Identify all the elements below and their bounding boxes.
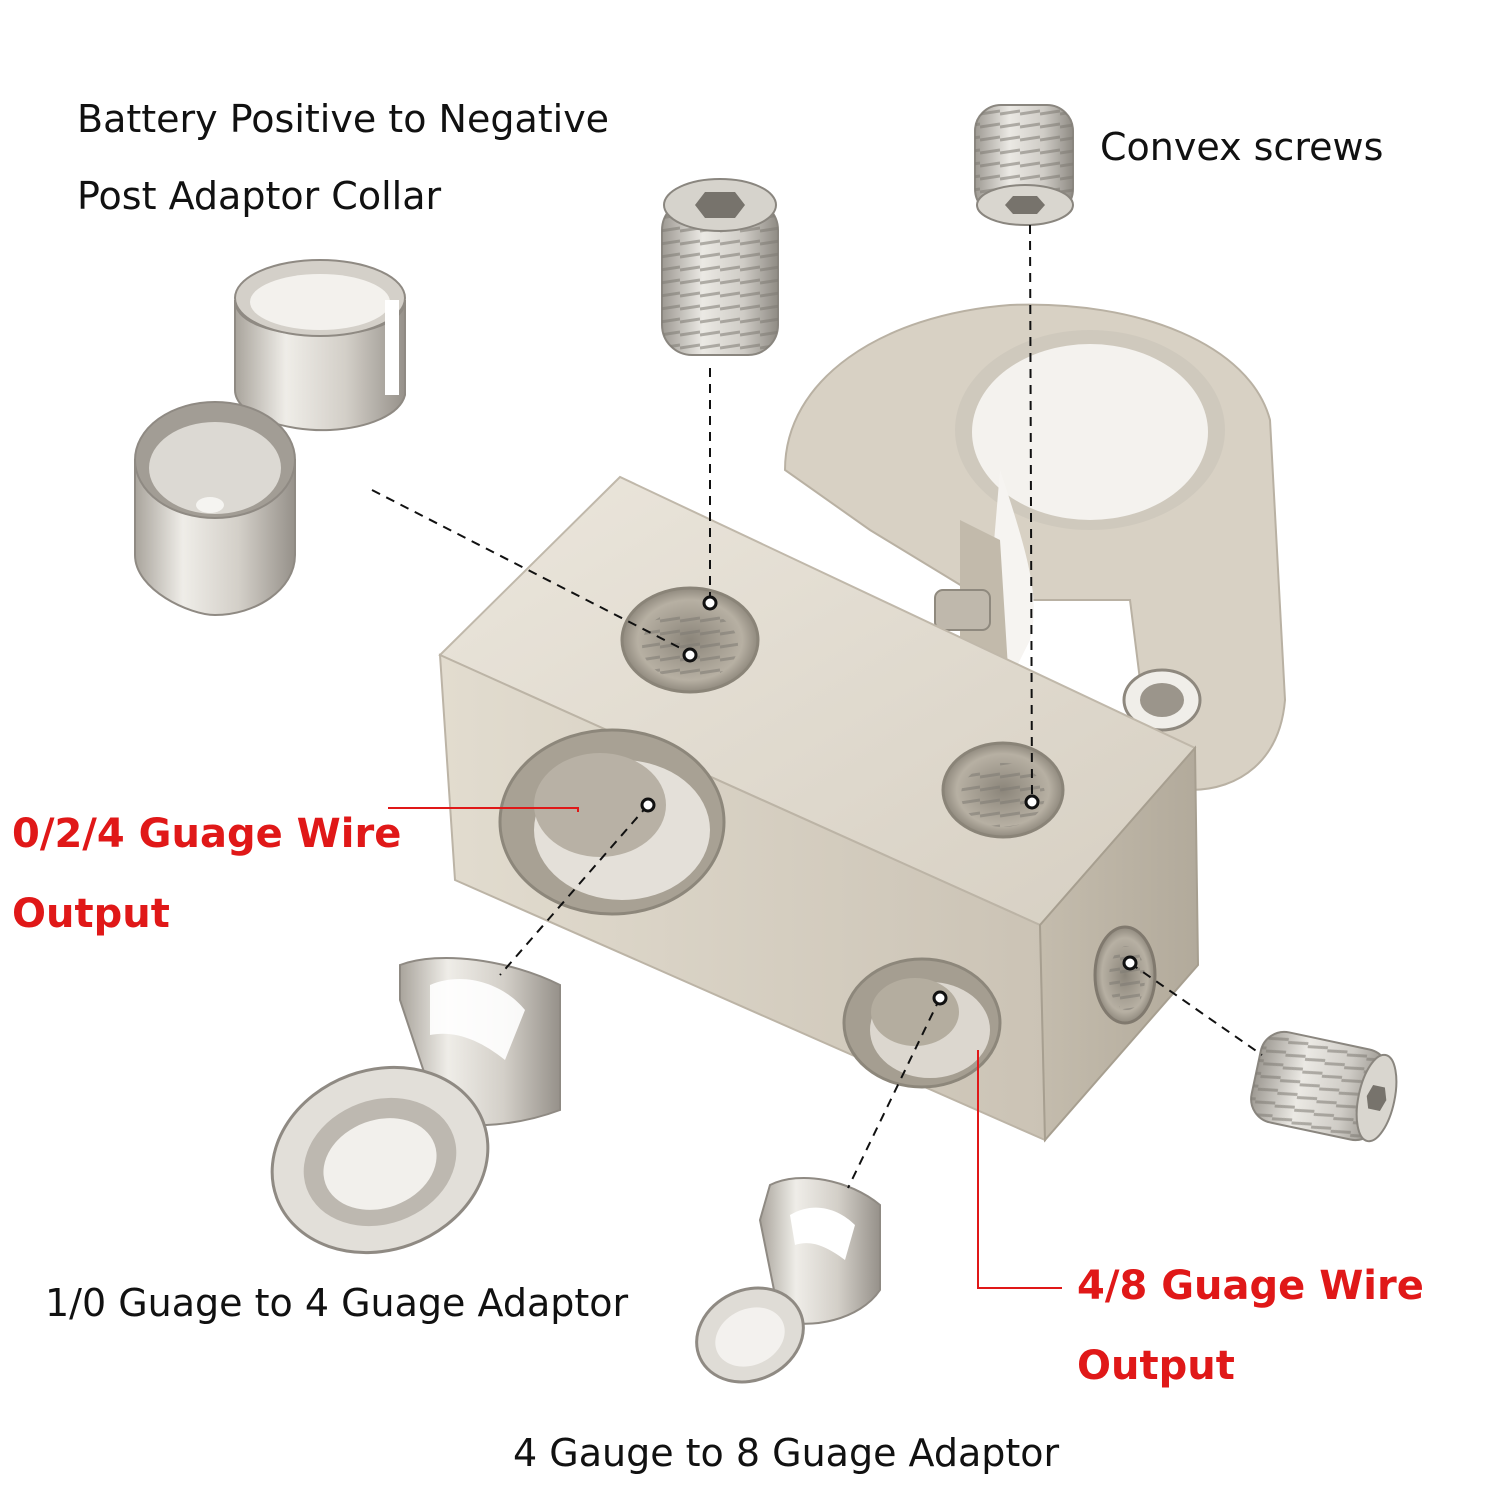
closed-collar: [134, 401, 296, 617]
collar-label-line2: Post Adaptor Collar: [77, 174, 442, 218]
leader-collar: [371, 489, 689, 653]
callout-024: [388, 807, 579, 812]
convex-screws-label: Convex screws: [1100, 125, 1384, 169]
callout-48: [977, 1050, 1062, 1289]
split-collar: [234, 259, 406, 432]
output-48-label-line1: 4/8 Guage Wire: [1077, 1263, 1424, 1309]
adaptor-4-to-8: [695, 1176, 881, 1384]
set-screw-top-right: [974, 104, 1074, 226]
output-024-label-line2: Output: [12, 891, 170, 937]
adaptor-4-to-8-label: 4 Gauge to 8 Guage Adaptor: [513, 1431, 1060, 1475]
collar-label-line1: Battery Positive to Negative: [77, 97, 610, 141]
leader-adaptor-4-8: [847, 997, 941, 1189]
leader-side-screw: [1129, 962, 1263, 1056]
leader-lines: [371, 224, 1263, 1189]
leader-dots: [640, 595, 1138, 1006]
output-024-label-line1: 0/2/4 Guage Wire: [12, 811, 402, 857]
set-screw-large: [661, 178, 779, 356]
output-48-label-line2: Output: [1077, 1343, 1235, 1389]
leader-adaptor-10-4: [499, 804, 649, 976]
red-callouts: [388, 807, 1062, 1289]
terminal-block: [438, 475, 1200, 1143]
adaptor-10-to-4: [270, 957, 561, 1255]
adaptor-10-to-4-label: 1/0 Guage to 4 Guage Adaptor: [45, 1281, 629, 1325]
set-screw-side: [1250, 1030, 1398, 1143]
